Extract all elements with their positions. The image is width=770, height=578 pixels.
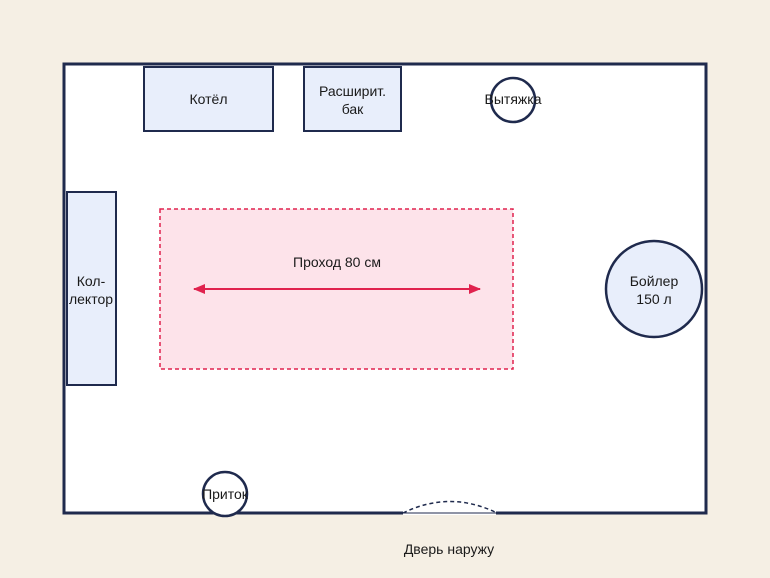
door-label: Дверь наружу [404, 541, 494, 557]
inflow-vent: Приток [201, 470, 249, 518]
inflow-label: Приток [202, 486, 249, 502]
exhaust-vent: Вытяжка [485, 76, 542, 124]
passage-label: Проход 80 см [293, 254, 381, 270]
collector-label-line2: лектор [69, 291, 113, 307]
door-swing-arc [402, 500, 498, 514]
collector-label-line1: Кол- [77, 273, 106, 289]
water-heater-label-line2: 150 л [636, 291, 671, 307]
expansion-tank: Расширит. бак [303, 66, 402, 132]
expansion-tank-label-line1: Расширит. [319, 83, 386, 99]
expansion-tank-label-line2: бак [342, 101, 364, 117]
collector: Кол- лектор [66, 191, 117, 386]
water-heater: Бойлер 150 л [604, 239, 704, 339]
passage-zone: Проход 80 см [159, 208, 514, 370]
boiler-label: Котёл [189, 91, 227, 107]
boiler-unit: Котёл [143, 66, 274, 132]
water-heater-label-line1: Бойлер [630, 273, 679, 289]
exhaust-label: Вытяжка [485, 91, 542, 107]
